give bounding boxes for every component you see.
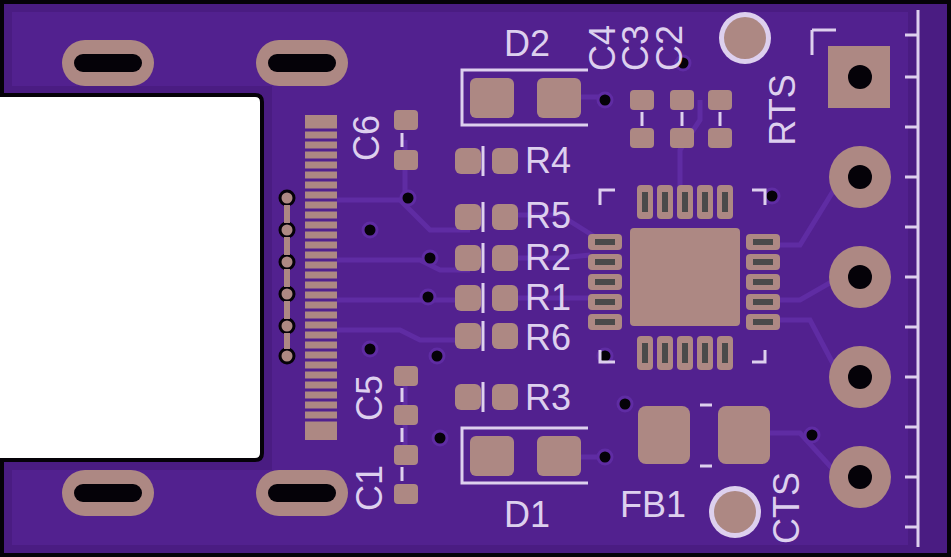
smd-pads bbox=[394, 78, 770, 504]
part-label: D2 bbox=[504, 26, 550, 62]
part-label: C3 bbox=[618, 25, 654, 71]
part-label: C6 bbox=[349, 115, 385, 161]
test-points bbox=[709, 12, 771, 538]
part-label: R1 bbox=[525, 280, 571, 316]
part-label: D1 bbox=[504, 497, 550, 533]
silkscreen-outlines bbox=[402, 10, 918, 547]
part-label: R3 bbox=[525, 380, 571, 416]
qfn-pad-marks bbox=[595, 192, 773, 363]
usb-pins bbox=[280, 191, 294, 363]
part-label: C2 bbox=[652, 25, 688, 71]
part-label: RTS bbox=[765, 74, 801, 145]
part-label: R4 bbox=[525, 143, 571, 179]
part-label: FB1 bbox=[620, 487, 686, 523]
copper-pour bbox=[12, 12, 908, 545]
usb-pad-gaps bbox=[305, 130, 337, 420]
traces bbox=[330, 97, 860, 477]
usb-shield-pads bbox=[62, 40, 348, 516]
part-label: C5 bbox=[352, 375, 388, 421]
header-pads bbox=[828, 46, 891, 508]
part-label: R2 bbox=[525, 240, 571, 276]
part-label: R5 bbox=[525, 198, 571, 234]
vias bbox=[363, 56, 819, 464]
part-label: CTS bbox=[769, 472, 805, 544]
part-label: C4 bbox=[585, 25, 621, 71]
part-label: C1 bbox=[352, 465, 388, 511]
usb-shield-slots bbox=[74, 54, 336, 502]
usb-signal-pads bbox=[305, 115, 337, 440]
qfn-chip bbox=[588, 185, 780, 370]
part-label: R6 bbox=[525, 320, 571, 356]
